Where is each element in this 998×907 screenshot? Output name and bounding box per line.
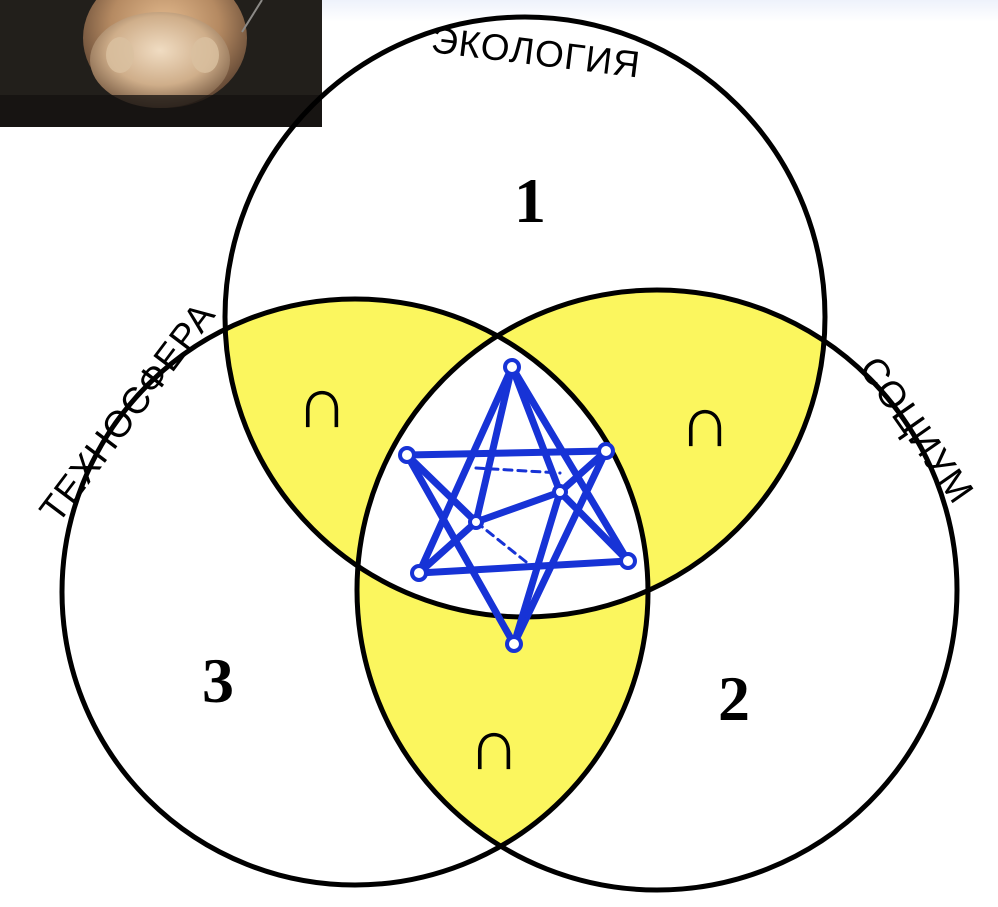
intersection-symbol-ecology-society: ∩ [679,382,731,462]
technosphere-label: ТЕХНОСФЕРА [32,294,224,529]
society-label: СОЦИУМ [851,349,982,511]
intersection-symbol-ecology-technosphere: ∩ [296,363,348,443]
portrait-photo [0,0,322,127]
intersection-symbol-technosphere-society: ∩ [468,705,520,785]
region-number-society: 2 [718,663,750,734]
region-number-technosphere: 3 [202,645,234,716]
region-number-ecology: 1 [514,165,546,236]
